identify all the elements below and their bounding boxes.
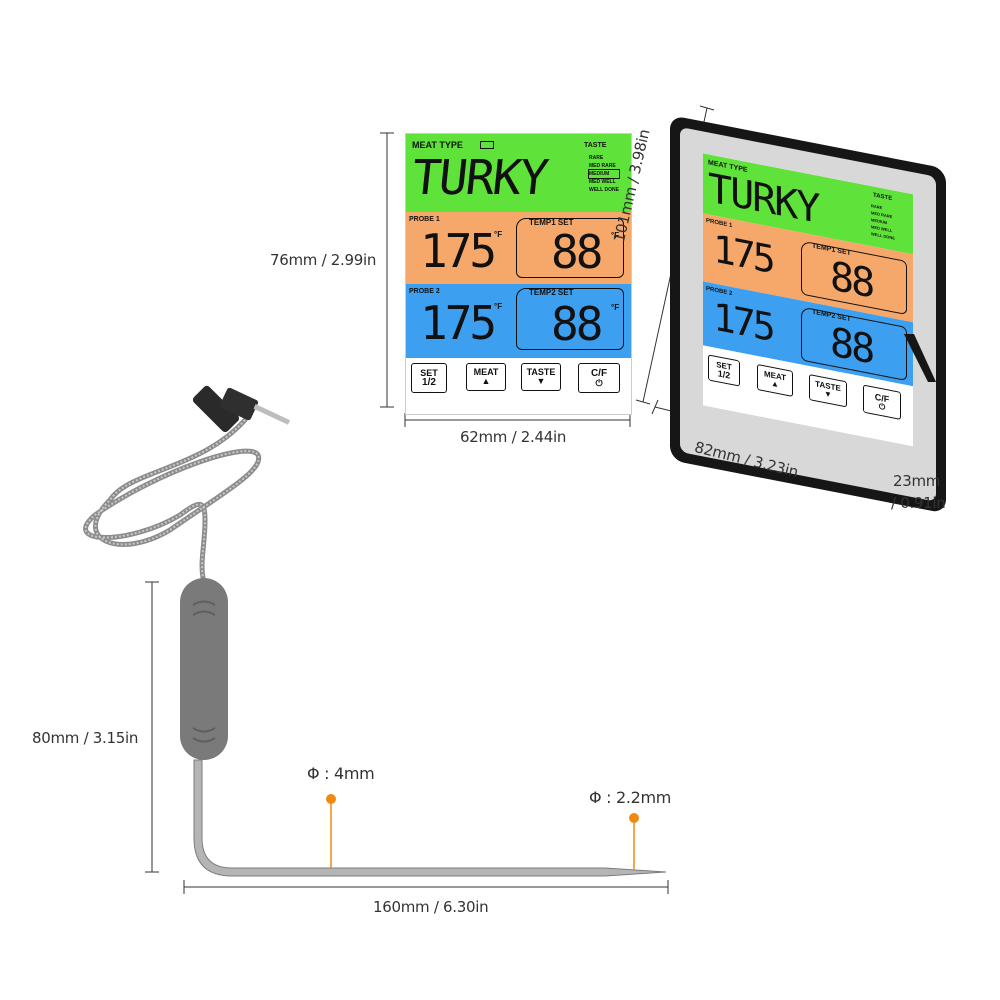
device-set-button[interactable]: SET 1/2	[708, 354, 740, 387]
device-probe2-temp: 175	[713, 294, 773, 350]
display-screen-device: MEAT TYPE TASTE TURKY RARE MED RARE MEDI…	[703, 153, 913, 447]
temp2-set-box: TEMP2 SET 88 °F	[516, 288, 624, 350]
taste-down-button[interactable]: TASTE ▼	[521, 363, 561, 391]
device-probe1-temp: 175	[713, 226, 773, 282]
device-temp1-set-value: 88	[830, 253, 873, 308]
device-temp2-set-value: 88	[830, 319, 873, 374]
device-kickstand	[904, 334, 936, 382]
cf-power-button[interactable]: C/F ⏻	[578, 363, 620, 393]
probe1-label: PROBE 1	[409, 216, 440, 223]
meat-up-button[interactable]: MEAT ▲	[466, 363, 506, 391]
button-row: SET 1/2 MEAT ▲ TASTE ▼ C/F ⏻	[406, 358, 631, 414]
battery-icon	[480, 141, 494, 149]
device-taste-label: TASTE	[873, 192, 893, 203]
screen-width-dimension	[404, 413, 631, 427]
diameter-thin-label: Φ : 2.2mm	[589, 788, 672, 807]
device-taste-down-button[interactable]: TASTE ▼	[809, 374, 847, 408]
probe2-panel: PROBE 2 175 °F TEMP2 SET 88 °F	[406, 284, 631, 358]
probe2-unit: °F	[494, 302, 503, 311]
up-arrow-icon: ▲	[481, 376, 491, 386]
taste-option-rare: RARE	[589, 155, 604, 161]
set-button[interactable]: SET 1/2	[411, 363, 447, 393]
device-down-arrow-icon: ▼	[824, 388, 832, 400]
power-icon: ⏻	[595, 377, 603, 388]
probe1-temp: 175	[420, 224, 497, 278]
cf-button-label: C/F	[590, 367, 608, 379]
device-depth-label-2: / 0.91in	[891, 494, 946, 512]
display-screen-front: MEAT TYPE TASTE TURKY RARE MED RARE MEDI…	[405, 133, 632, 415]
temp1-unit: °F	[611, 231, 620, 240]
probe1-panel: PROBE 1 175 °F TEMP1 SET 88 °F	[406, 212, 631, 284]
set-button-label: SET	[420, 367, 438, 378]
temp2-set-label: TEMP2 SET	[529, 288, 574, 297]
probe-height-dimension	[145, 581, 159, 873]
diameter-thick-label: Φ : 4mm	[307, 764, 375, 783]
probe-length-label: 160mm / 6.30in	[373, 898, 489, 916]
probe-height-label: 80mm / 3.15in	[32, 729, 139, 747]
taste-option-medium: MEDIUM	[588, 169, 620, 179]
device-set-button-sublabel: 1/2	[717, 367, 731, 381]
set-button-sublabel: 1/2	[422, 376, 436, 388]
temp1-set-label: TEMP1 SET	[529, 218, 574, 227]
screen-height-label: 76mm / 2.99in	[270, 251, 377, 269]
taste-option-well-done: WELL DONE	[589, 187, 619, 193]
probe-length-dimension	[183, 880, 669, 894]
device-up-arrow-icon: ▲	[771, 378, 779, 390]
probe2-temp: 175	[420, 296, 497, 350]
device-meat-up-button[interactable]: MEAT ▲	[757, 363, 793, 397]
probe1-unit: °F	[494, 230, 503, 239]
probe2-label: PROBE 2	[409, 288, 440, 295]
meat-type-label: MEAT TYPE	[412, 140, 463, 150]
meat-value: TURKY	[409, 150, 550, 206]
temp2-unit: °F	[611, 303, 620, 312]
taste-label: TASTE	[584, 142, 607, 149]
meat-button-label: MEAT	[473, 367, 499, 377]
device-cf-power-button[interactable]: C/F ⏻	[863, 384, 901, 420]
screen-height-dimension	[380, 132, 394, 408]
meat-type-panel: MEAT TYPE TASTE TURKY RARE MED RARE MEDI…	[406, 134, 631, 212]
device-power-icon: ⏻	[878, 401, 886, 412]
temp1-set-box: TEMP1 SET 88 °F	[516, 218, 624, 278]
temp1-set-value: 88	[551, 225, 603, 279]
taste-option-med-well: MED WELL	[589, 179, 616, 185]
screen-width-label: 62mm / 2.44in	[460, 428, 567, 446]
device-depth-label-1: 23mm	[893, 472, 941, 490]
taste-button-label: TASTE	[526, 367, 556, 377]
down-arrow-icon: ▼	[536, 376, 546, 386]
taste-option-med-rare: MED RARE	[589, 163, 616, 169]
temp2-set-value: 88	[551, 297, 603, 351]
